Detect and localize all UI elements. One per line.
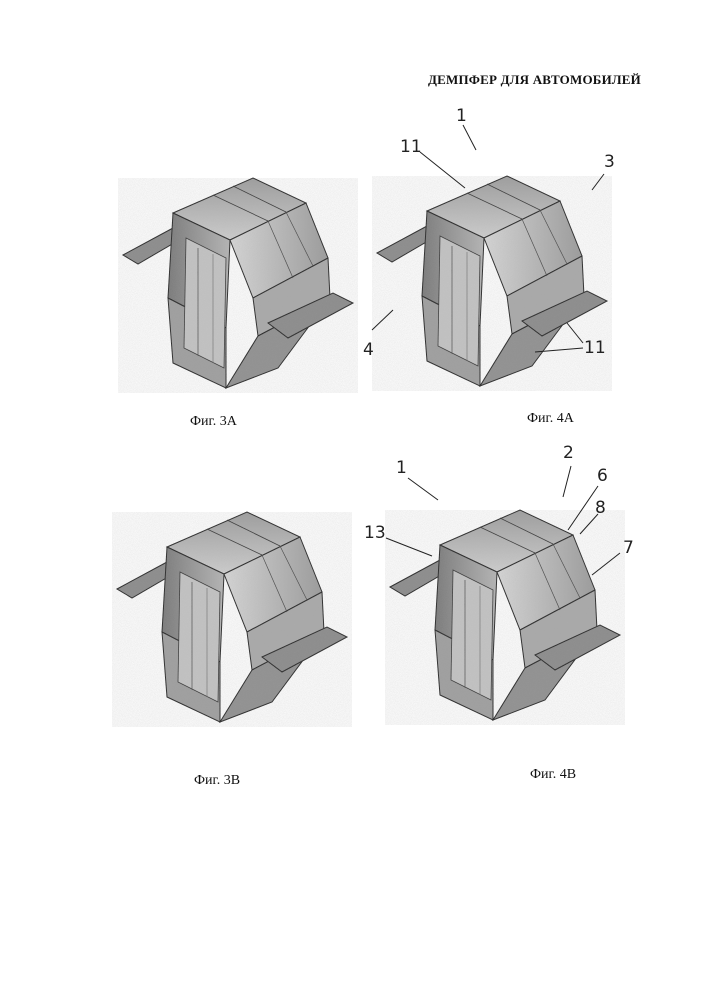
ref-label-2: 2: [563, 443, 574, 463]
ref-label-13: 13: [364, 523, 386, 543]
ref-label-1: 1: [396, 458, 407, 478]
ref-label-7: 7: [623, 538, 634, 558]
ref-label-8: 8: [595, 498, 606, 518]
caption-fig-4b: Фиг. 4В: [530, 767, 576, 783]
ref-label-6: 6: [597, 466, 608, 486]
